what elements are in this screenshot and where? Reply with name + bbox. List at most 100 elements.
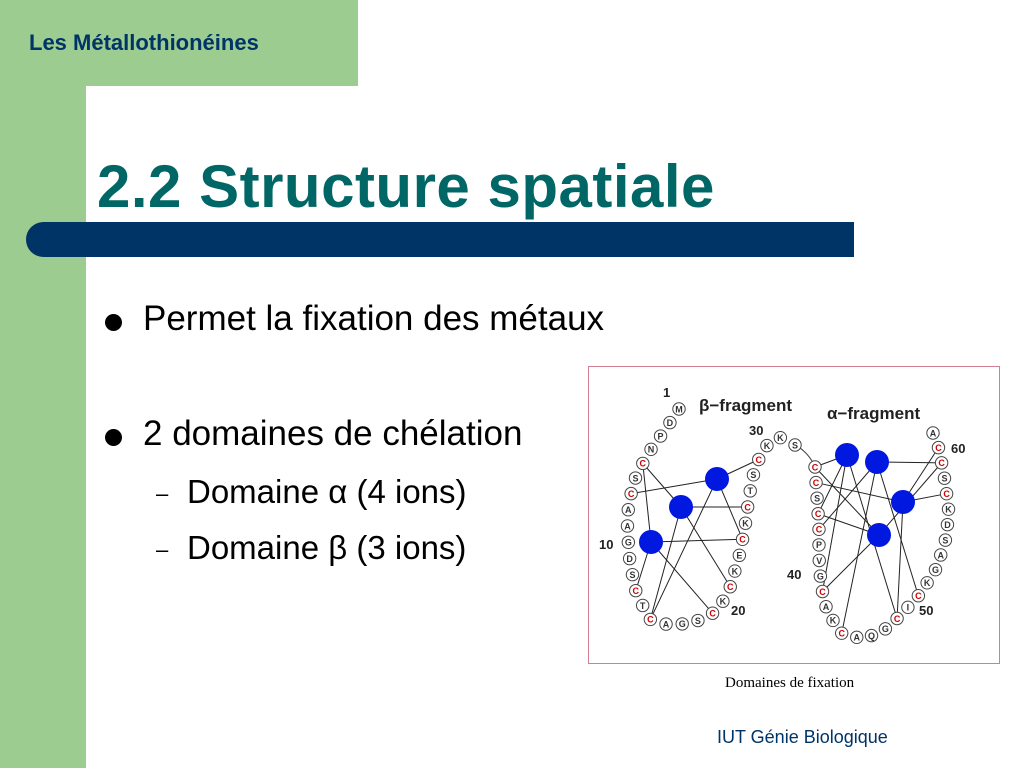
residue-letter: P: [816, 540, 822, 550]
residue-letter: P: [658, 431, 664, 441]
bullet-text: Permet la fixation des métaux: [143, 299, 605, 338]
left-green-band: [0, 0, 86, 768]
residue-circle: [911, 589, 926, 603]
beta-residue: G: [675, 617, 689, 631]
beta-residue: C: [723, 580, 737, 594]
metal-ion: [867, 523, 891, 547]
residue-circle: [934, 456, 949, 470]
section-title: Les Métallothionéines: [29, 30, 259, 55]
residue-circle: [643, 612, 658, 627]
figure-caption: Domaines de fixation: [725, 675, 855, 691]
alpha-residue: C: [939, 486, 954, 501]
residue-letter: C: [633, 586, 640, 596]
residue-circle: [773, 430, 788, 445]
metal-cysteine-bond: [650, 538, 743, 543]
metal-cysteine-bond: [649, 506, 682, 620]
beta-residue: K: [716, 594, 730, 608]
beta-residue: D: [622, 551, 637, 566]
alpha-residue: V: [812, 553, 826, 568]
beta-residue: C: [629, 583, 643, 598]
residue-circle: [937, 471, 952, 485]
residue-circle: [760, 438, 774, 453]
residue-number-10: 10: [599, 537, 613, 552]
alpha-residue: Q: [864, 628, 879, 643]
beta-residue: C: [624, 486, 638, 501]
sub-bullet-text: Domaine β (3 ions): [187, 529, 467, 566]
residue-letter: C: [628, 489, 635, 499]
residue-circle: [675, 617, 689, 631]
residue-letter: C: [756, 455, 763, 465]
residue-letter: G: [625, 538, 632, 548]
residue-circle: [901, 600, 915, 615]
residue-letter: G: [817, 571, 824, 581]
alpha-residue: G: [928, 562, 943, 577]
metal-cysteine-bond: [896, 501, 904, 619]
metal-cysteine-bond: [650, 541, 713, 614]
alpha-residue: A: [819, 600, 833, 614]
alpha-fragment-label: α−fragment: [827, 404, 920, 423]
alpha-residue: C: [911, 589, 926, 603]
beta-residue: S: [788, 438, 802, 452]
metal-cysteine-bond: [642, 463, 652, 543]
residue-letter: A: [624, 521, 631, 531]
residue-circle: [625, 567, 640, 582]
bullet-item: Permet la fixation des métaux: [105, 299, 605, 339]
residue-circle: [878, 622, 893, 636]
alpha-residue: C: [815, 584, 830, 599]
residue-circle: [811, 507, 825, 521]
alpha-residue: C: [890, 611, 904, 626]
residue-circle: [812, 522, 826, 537]
residue-circle: [672, 402, 686, 416]
beta-residue: N: [644, 442, 658, 457]
residue-circle: [716, 594, 730, 608]
metal-cysteine-bond: [822, 534, 880, 592]
alpha-residue: S: [810, 491, 824, 505]
residue-circle: [628, 471, 643, 485]
residue-letter: T: [747, 486, 753, 496]
residue-circle: [931, 440, 946, 455]
residue-letter: G: [882, 624, 889, 634]
residue-letter: G: [679, 619, 686, 629]
residue-circle: [890, 611, 904, 626]
alpha-residue: D: [940, 517, 955, 532]
alpha-residue: K: [826, 613, 840, 628]
residue-circle: [920, 576, 934, 590]
residue-circle: [705, 606, 720, 620]
residue-letter: D: [626, 554, 633, 564]
residue-letter: A: [937, 550, 944, 560]
residue-letter: C: [815, 509, 822, 519]
residue-circle: [622, 551, 637, 566]
residue-letter: K: [732, 566, 739, 576]
residue-letter: A: [663, 619, 670, 629]
alpha-residue: S: [937, 471, 952, 485]
metal-cysteine-links: [631, 444, 947, 634]
residue-circle: [939, 486, 954, 501]
beta-residue: C: [643, 612, 658, 627]
residue-number-40: 40: [787, 567, 801, 582]
alpha-residue: C: [812, 522, 826, 537]
residue-letter: S: [632, 473, 638, 483]
residue-letter: K: [830, 616, 837, 626]
beta-residue: K: [728, 564, 742, 578]
residue-letter: C: [894, 614, 901, 624]
alpha-residue: K: [941, 502, 956, 516]
residue-circle: [809, 475, 823, 490]
residue-letter: D: [667, 418, 674, 428]
residue-letter: I: [907, 603, 910, 613]
sub-bullet-dash: –: [156, 481, 169, 506]
residue-circle: [928, 562, 943, 577]
residue-circle: [663, 415, 677, 430]
residue-circle: [938, 533, 953, 547]
residue-letter: V: [816, 556, 822, 566]
alpha-residue: S: [938, 533, 953, 547]
residue-circle: [746, 468, 761, 482]
alpha-residue: A: [934, 548, 948, 562]
beta-residue: S: [691, 613, 705, 628]
residue-letter: N: [648, 445, 655, 455]
residue-number-50: 50: [919, 603, 933, 618]
residue-circle: [624, 486, 638, 501]
bullet-text: 2 domaines de chélation: [143, 414, 523, 453]
alpha-residue: K: [920, 576, 934, 590]
residue-circle: [728, 564, 742, 578]
